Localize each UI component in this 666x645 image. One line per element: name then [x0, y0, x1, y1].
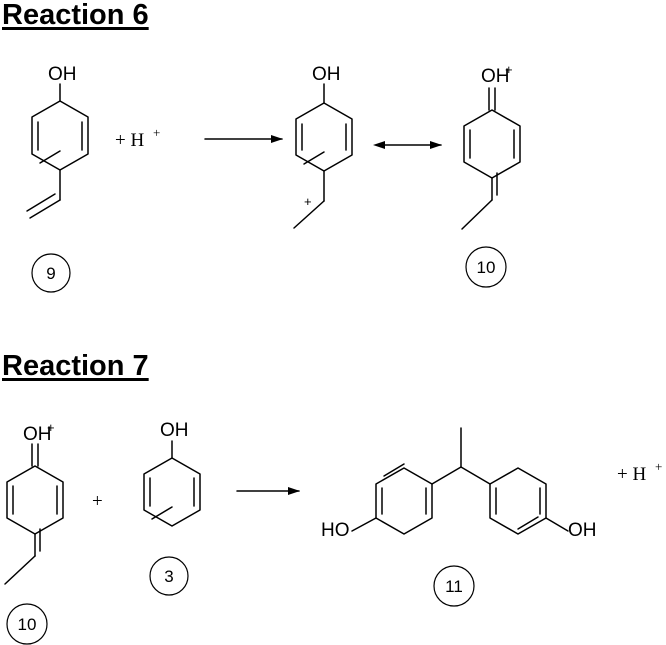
reactant-10-charge: +: [47, 420, 55, 435]
reactant-10-oh-label: OH: [23, 424, 52, 445]
reactant-10-number-circle: [6, 603, 48, 645]
compound-3-oh-label: OH: [160, 420, 189, 441]
compound-9-oh-label: OH: [48, 64, 77, 85]
reaction-6-heading: Reaction 6: [2, 0, 149, 31]
compound-11-ho-label: HO: [321, 520, 350, 541]
compound-11-number-circle: [433, 565, 475, 607]
compound-9-number: 9: [46, 264, 55, 283]
proton-charge: +: [153, 125, 160, 140]
compound-3-number-circle: [149, 556, 189, 596]
carbocation-charge: +: [304, 194, 312, 209]
compound-9-number-circle: [31, 253, 71, 293]
compound-11-oh-label: OH: [568, 520, 597, 541]
carbocation-intermediate: [293, 83, 353, 229]
reactant-10-number: 10: [18, 615, 37, 634]
compound-10-number-circle: [465, 246, 507, 288]
compound-3-phenol: [143, 440, 201, 527]
compound-11-number: 11: [445, 577, 463, 596]
compound-9-vinylphenol: [26, 83, 89, 219]
proton-release-label: + H: [617, 464, 646, 485]
reactant-10-quinone-methide: [4, 443, 64, 585]
carbocation-oh-label: OH: [312, 64, 341, 85]
compound-11-bisphenol: [351, 427, 569, 535]
proton-release-charge: +: [655, 459, 662, 474]
compound-3-number: 3: [164, 567, 173, 586]
compound-10-number: 10: [477, 258, 496, 277]
compound-10-charge: +: [505, 62, 513, 77]
reaction-7-heading: Reaction 7: [2, 350, 149, 382]
reaction-7-plus: +: [92, 491, 103, 512]
compound-10-oh-label: OH: [481, 66, 510, 87]
compound-10-quinone-methide: [461, 87, 521, 230]
proton-addition-label: + H: [115, 130, 144, 151]
